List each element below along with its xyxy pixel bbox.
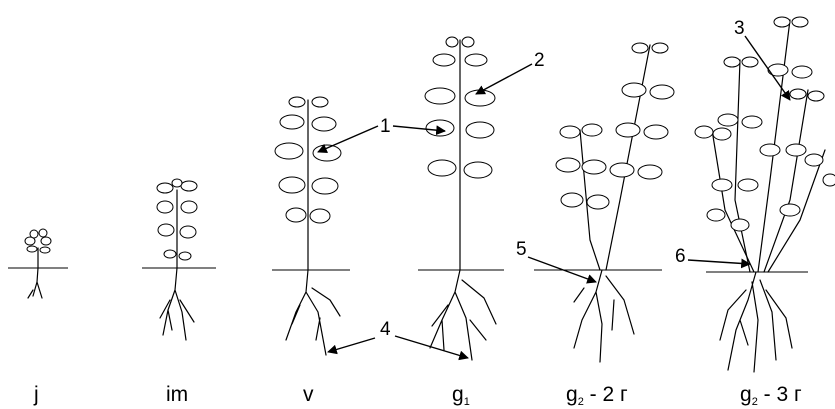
stage-label-v: v — [303, 383, 314, 406]
stage-label-im: im — [166, 383, 188, 406]
marker-2: 2 — [534, 50, 545, 71]
callout-numbers: 1 2 3 4 5 6 — [380, 18, 745, 340]
marker-3: 3 — [734, 18, 745, 39]
marker-6: 6 — [675, 246, 686, 267]
plant-juvenile — [25, 229, 51, 298]
plant-immature — [157, 179, 197, 340]
stage-label-j: j — [33, 383, 39, 406]
stage-captions: j im v g1 g2 - 2 г g2 - 3 г — [33, 383, 802, 408]
plant-generative-1 — [425, 37, 496, 360]
marker-4: 4 — [380, 319, 391, 340]
callout-arrows — [318, 36, 790, 358]
plant-generative-2-year-3 — [695, 17, 835, 372]
plant-virginile — [275, 97, 341, 355]
plant-generative-2-year-2 — [556, 43, 674, 362]
stage-label-g1: g1 — [452, 383, 470, 408]
marker-1: 1 — [380, 116, 391, 137]
stage-label-g2-2: g2 - 2 г — [566, 383, 628, 408]
stage-label-g2-3: g2 - 3 г — [740, 383, 802, 408]
marker-5: 5 — [516, 239, 527, 260]
ground-lines — [8, 268, 808, 272]
